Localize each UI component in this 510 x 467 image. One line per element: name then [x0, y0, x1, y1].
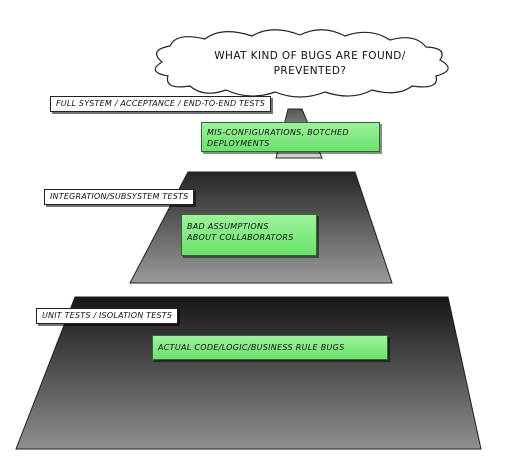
tier-label-unit: UNIT TESTS / ISOLATION TESTS: [36, 308, 179, 324]
tier-label-full-system: FULL SYSTEM / ACCEPTANCE / END-TO-END TE…: [50, 96, 272, 112]
question-line-2: PREVENTED?: [273, 65, 347, 77]
bug-line: BAD ASSUMPTIONS: [187, 222, 269, 231]
bug-line: MIS-CONFIGURATIONS, BOTCHED: [207, 128, 349, 137]
bug-line: ABOUT COLLABORATORS: [187, 233, 294, 242]
bug-line: ACTUAL CODE/LOGIC/BUSINESS RULE BUGS: [158, 343, 345, 352]
tier-label-integration: INTEGRATION/SUBSYSTEM TESTS: [44, 189, 195, 205]
bug-box-misconfigurations: MIS-CONFIGURATIONS, BOTCHED DEPLOYMENTS: [201, 122, 380, 152]
bug-line: DEPLOYMENTS: [207, 139, 270, 148]
bug-box-code-logic: ACTUAL CODE/LOGIC/BUSINESS RULE BUGS: [152, 335, 388, 360]
cloud-bubble: [154, 29, 449, 98]
question-line-1: WHAT KIND OF BUGS ARE FOUND/: [214, 50, 406, 62]
bug-box-bad-assumptions: BAD ASSUMPTIONS ABOUT COLLABORATORS: [181, 214, 317, 256]
question-text: WHAT KIND OF BUGS ARE FOUND/ PREVENTED?: [180, 49, 440, 79]
